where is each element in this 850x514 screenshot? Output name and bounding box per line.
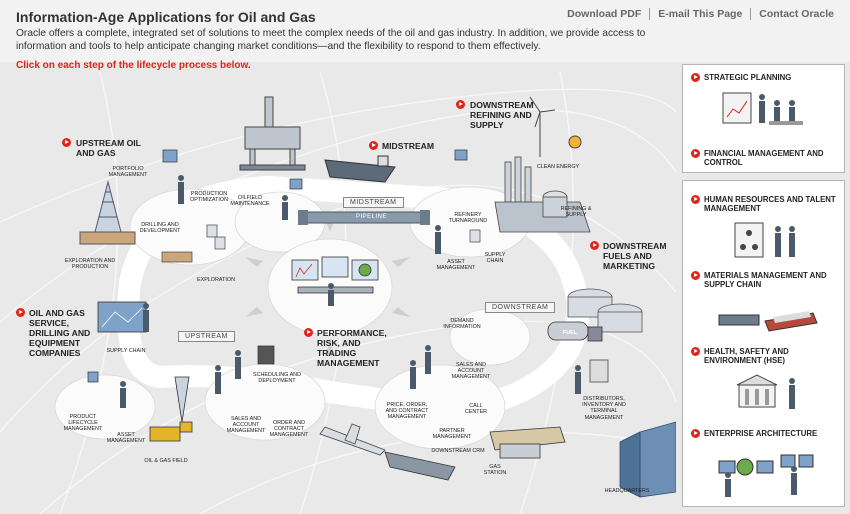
label-product-lifecycle: PRODUCT LIFECYCLE MANAGEMENT <box>63 414 103 433</box>
materials-management-bullet-icon <box>691 271 700 280</box>
label-partner-management: PARTNER MANAGEMENT <box>432 428 472 441</box>
midstream-tag: MIDSTREAM <box>343 197 404 208</box>
panel-item-health-safety[interactable]: HEALTH, SAFETY AND ENVIRONMENT (HSE) <box>691 347 841 365</box>
instruction-text: Click on each step of the lifecycle proc… <box>16 60 251 71</box>
label-scheduling-deployment: SCHEDULING AND DEPLOYMENT <box>253 372 301 385</box>
human-resources-bullet-icon <box>691 195 700 204</box>
label-supply-chain-2: SUPPLY CHAIN <box>106 348 146 354</box>
label-production-optimization: PRODUCTION OPTIMIZATION <box>190 191 228 204</box>
contact-oracle-link[interactable]: Contact Oracle <box>750 8 842 20</box>
materials-illustration <box>718 311 818 332</box>
enterprise-architecture-illustration <box>718 454 814 497</box>
label-portfolio: PORTFOLIO MANAGEMENT <box>108 166 148 179</box>
performance-bullet-icon <box>304 328 313 337</box>
label-call-center: CALL CENTER <box>464 403 488 416</box>
strategic-planning-illustration <box>722 92 803 125</box>
midstream-bullet-icon <box>369 141 378 150</box>
upstream-tag: UPSTREAM <box>178 331 235 342</box>
email-page-link[interactable]: E-mail This Page <box>649 8 750 20</box>
map-illustration <box>0 72 676 514</box>
downstream-tag: DOWNSTREAM <box>485 302 556 313</box>
label-oilfield-maintenance: OILFIELD MAINTENANCE <box>230 195 270 208</box>
panel-strategy: STRATEGIC PLANNING FINANCIAL MANAGEMENT … <box>682 64 845 173</box>
panel-item-financial-management[interactable]: FINANCIAL MANAGEMENT AND CONTROL <box>691 149 841 167</box>
label-demand-information: DEMAND INFORMATION <box>443 318 481 331</box>
label-drilling-development: DRILLING AND DEVELOPMENT <box>139 222 181 235</box>
human-resources-illustration <box>734 222 795 258</box>
upstream-bullet-icon <box>62 138 71 147</box>
label-sales-account-2: SALES AND ACCOUNT MANAGEMENT <box>451 362 491 381</box>
step-performance-risk-trading[interactable]: PERFORMANCE, RISK, AND TRADING MANAGEMEN… <box>317 328 387 368</box>
label-headquarters: HEADQUARTERS <box>604 488 650 494</box>
step-downstream-fuels[interactable]: DOWNSTREAM FUELS AND MARKETING <box>603 241 667 271</box>
step-downstream-refining[interactable]: DOWNSTREAM REFINING AND SUPPLY <box>470 100 534 130</box>
label-downstream-crm: DOWNSTREAM CRM <box>431 448 485 454</box>
label-exploration: EXPLORATION <box>197 277 235 283</box>
intro-text: Oracle offers a complete, integrated set… <box>16 28 646 52</box>
page-header: Information-Age Applications for Oil and… <box>0 0 850 62</box>
download-pdf-link[interactable]: Download PDF <box>567 8 642 20</box>
label-distributors: DISTRIBUTORS, INVENTORY AND TERMINAL MAN… <box>582 396 626 421</box>
label-asset-management-1: ASSET MANAGEMENT <box>436 259 476 272</box>
enterprise-architecture-bullet-icon <box>691 429 700 438</box>
label-gas-station: GAS STATION <box>483 464 507 477</box>
label-price-order-contract: PRICE, ORDER, AND CONTRACT MANAGEMENT <box>385 402 429 421</box>
health-safety-bullet-icon <box>691 347 700 356</box>
label-refinery-turnaround: REFINERY TURNAROUND <box>448 212 488 225</box>
top-links: Download PDF E-mail This Page Contact Or… <box>559 8 842 20</box>
hse-illustration <box>736 374 795 409</box>
panel-operations: HUMAN RESOURCES AND TALENT MANAGEMENT MA… <box>682 180 845 507</box>
label-order-contract-1: ORDER AND CONTRACT MANAGEMENT <box>269 420 309 439</box>
strategic-planning-bullet-icon <box>691 73 700 82</box>
label-oil-gas-field: OIL & GAS FIELD <box>144 458 188 464</box>
financial-management-bullet-icon <box>691 149 700 158</box>
pipeline-tag: PIPELINE <box>356 214 388 220</box>
page-title: Information-Age Applications for Oil and… <box>16 9 316 25</box>
label-sales-account-1: SALES AND ACCOUNT MANAGEMENT <box>226 416 266 435</box>
panel-item-strategic-planning[interactable]: STRATEGIC PLANNING <box>691 73 841 82</box>
step-upstream-oil-gas[interactable]: UPSTREAM OIL AND GAS <box>76 138 141 158</box>
panel-item-enterprise-architecture[interactable]: ENTERPRISE ARCHITECTURE <box>691 429 841 438</box>
label-fuel: FUEL <box>562 330 578 336</box>
downstream-refining-bullet-icon <box>456 100 465 109</box>
label-supply-chain-1: SUPPLY CHAIN <box>484 252 506 265</box>
downstream-fuels-bullet-icon <box>590 241 599 250</box>
label-clean-energy: CLEAN ENERGY <box>536 164 580 170</box>
label-refining-supply: REFINING & SUPPLY <box>560 206 592 219</box>
panel-item-materials-management[interactable]: MATERIALS MANAGEMENT AND SUPPLY CHAIN <box>691 271 841 289</box>
service-bullet-icon <box>16 308 25 317</box>
label-asset-management-2: ASSET MANAGEMENT <box>106 432 146 445</box>
step-oil-gas-service[interactable]: OIL AND GAS SERVICE, DRILLING AND EQUIPM… <box>29 308 91 358</box>
step-midstream[interactable]: MIDSTREAM <box>382 141 435 151</box>
lifecycle-map: UPSTREAM OIL AND GAS MIDSTREAM DOWNSTREA… <box>0 72 676 514</box>
label-exploration-production: EXPLORATION AND PRODUCTION <box>64 258 116 271</box>
panel-item-human-resources[interactable]: HUMAN RESOURCES AND TALENT MANAGEMENT <box>691 195 841 213</box>
